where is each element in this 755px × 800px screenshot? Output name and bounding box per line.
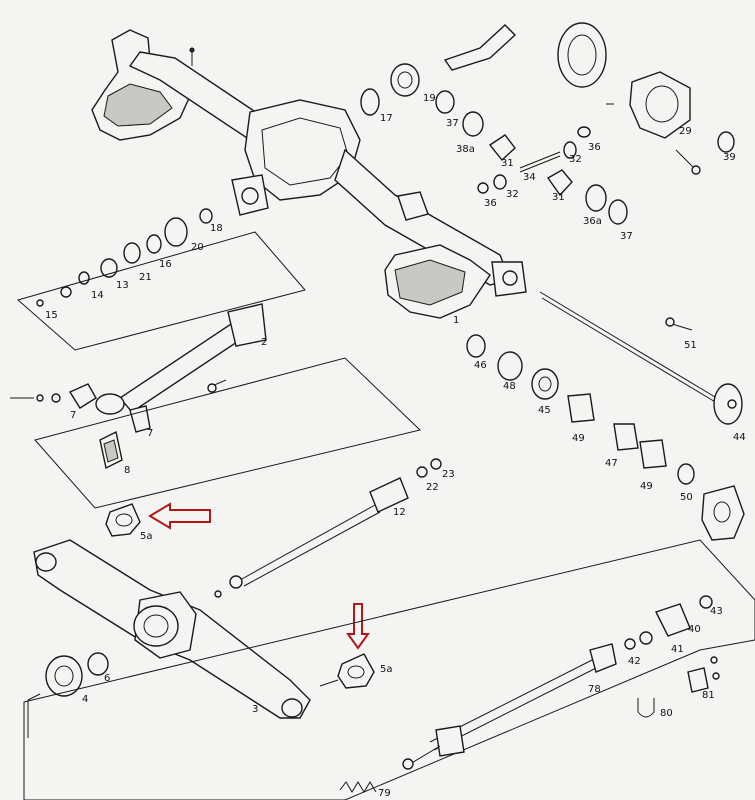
label-17: 17 [380, 113, 393, 124]
label-40: 40 [688, 624, 701, 635]
label-15: 15 [45, 310, 58, 321]
arrow-left-red [148, 502, 211, 530]
label-78: 78 [588, 684, 601, 695]
bushing-5a-upper [105, 503, 141, 537]
label-51: 51 [684, 340, 697, 351]
tube-box [10, 231, 306, 433]
label-80: 80 [660, 708, 673, 719]
label-36b: 36 [484, 198, 497, 209]
label-39: 39 [723, 152, 736, 163]
label-18: 18 [210, 223, 223, 234]
label-6: 6 [104, 673, 110, 684]
label-37a: 37 [446, 118, 459, 129]
label-2: 2 [261, 337, 267, 348]
label-34: 34 [523, 172, 536, 183]
arrow-down-red [346, 603, 370, 650]
driveshaft-12 [214, 458, 442, 598]
label-3: 3 [252, 704, 258, 715]
label-20: 20 [191, 242, 204, 253]
label-49b: 49 [640, 481, 653, 492]
label-21: 21 [139, 272, 152, 283]
label-41: 41 [671, 644, 684, 655]
label-19: 19 [423, 93, 436, 104]
label-16: 16 [159, 259, 172, 270]
label-43: 43 [710, 606, 723, 617]
label-5a-lower: 5a [380, 664, 393, 675]
label-36a: 36 [588, 142, 601, 153]
label-45: 45 [538, 405, 551, 416]
label-50: 50 [680, 492, 693, 503]
label-38a: 38a [456, 144, 475, 155]
axle-housing [91, 29, 527, 319]
label-31b: 31 [552, 192, 565, 203]
label-4: 4 [82, 694, 88, 705]
label-5a-upper: 5a [140, 531, 153, 542]
label-42: 42 [628, 656, 641, 667]
label-7b: 7 [147, 428, 153, 439]
axle-shaft-right [466, 291, 745, 541]
label-22: 22 [426, 482, 439, 493]
label-37b: 37 [620, 231, 633, 242]
label-1: 1 [453, 315, 459, 326]
label-81: 81 [702, 690, 715, 701]
label-49a: 49 [572, 433, 585, 444]
label-32b: 32 [506, 189, 519, 200]
label-36a-washer: 36a [583, 216, 602, 227]
label-8: 8 [124, 465, 130, 476]
label-48: 48 [503, 381, 516, 392]
label-31a: 31 [501, 158, 514, 169]
label-79: 79 [378, 788, 391, 799]
label-46: 46 [474, 360, 487, 371]
propshaft-box [23, 539, 755, 800]
mount-box [34, 357, 422, 509]
label-7a: 7 [70, 410, 76, 421]
differential-parts [360, 22, 735, 225]
label-13: 13 [116, 280, 129, 291]
trailing-arm [33, 539, 311, 719]
label-14: 14 [91, 290, 104, 301]
label-29: 29 [679, 126, 692, 137]
label-12: 12 [393, 507, 406, 518]
label-47: 47 [605, 458, 618, 469]
label-44: 44 [733, 432, 746, 443]
part-labels: 1 2 3 4 5a 5a 6 7 7 8 12 13 14 15 16 17 … [45, 93, 746, 799]
bushing-5a-lower [319, 653, 375, 689]
bushings-4-6 [27, 652, 109, 738]
label-23: 23 [442, 469, 455, 480]
left-bearing-parts [36, 208, 213, 307]
label-32a: 32 [569, 154, 582, 165]
